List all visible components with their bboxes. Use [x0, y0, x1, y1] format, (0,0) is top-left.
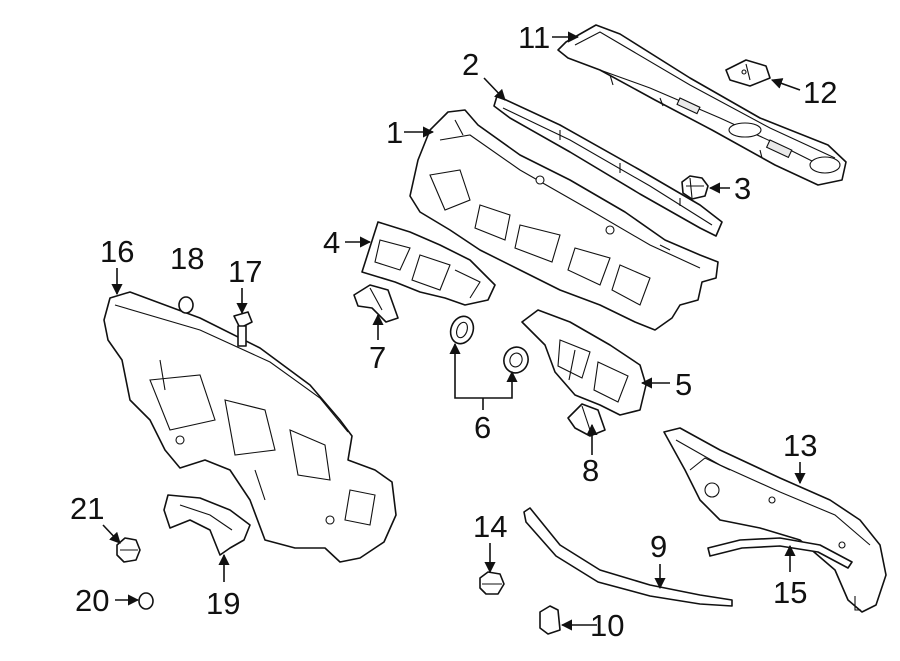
callout-17: 17: [228, 254, 262, 289]
callout-13: 13: [783, 428, 817, 463]
callout-18: 18: [170, 241, 204, 276]
part-11-cowl-panel: [557, 24, 847, 186]
callout-14: 14: [473, 509, 507, 544]
callout-7: 7: [369, 340, 386, 375]
part-16-dash-insulator: [103, 291, 397, 563]
part-21-nut: [116, 537, 141, 563]
part-10-clip: [539, 605, 561, 635]
part-19-bracket: [163, 494, 251, 556]
callout-12: 12: [803, 75, 837, 110]
part-3-nut: [681, 175, 709, 200]
part-7-bracket: [353, 284, 399, 323]
part-6-grommets: [449, 315, 529, 374]
callout-2: 2: [462, 47, 479, 82]
callout-10: 10: [590, 608, 624, 643]
callout-8: 8: [582, 453, 599, 488]
part-13-side-panel: [663, 427, 887, 613]
callout-6: 6: [474, 410, 491, 445]
callout-9: 9: [650, 529, 667, 564]
callout-19: 19: [206, 586, 240, 621]
callout-16: 16: [100, 234, 134, 269]
callout-3: 3: [734, 171, 751, 206]
callout-20: 20: [75, 583, 109, 618]
callout-1: 1: [386, 115, 403, 150]
callout-11: 11: [518, 20, 550, 55]
part-17-bolt: [233, 311, 253, 347]
part-18-plug: [178, 296, 194, 314]
callout-5: 5: [675, 367, 692, 402]
part-1-dash-panel: [409, 109, 719, 331]
callout-15: 15: [773, 575, 807, 610]
part-5-insulator: [521, 309, 647, 416]
part-20-plug: [138, 592, 154, 610]
callout-21: 21: [70, 491, 104, 526]
part-2-seal: [493, 95, 723, 237]
part-12-clip: [725, 59, 771, 87]
part-9-seal: [523, 507, 733, 607]
part-4-insulator: [361, 221, 496, 306]
callout-labels: 1 2 3 4 5 6 7 8 9 10 11 12 13 14 15 16 1…: [70, 20, 837, 643]
part-8-bracket: [567, 403, 606, 437]
callout-4: 4: [323, 225, 340, 260]
part-15-seal: [707, 537, 853, 569]
part-14-nut: [479, 571, 505, 595]
leader-lines: [102, 31, 806, 631]
